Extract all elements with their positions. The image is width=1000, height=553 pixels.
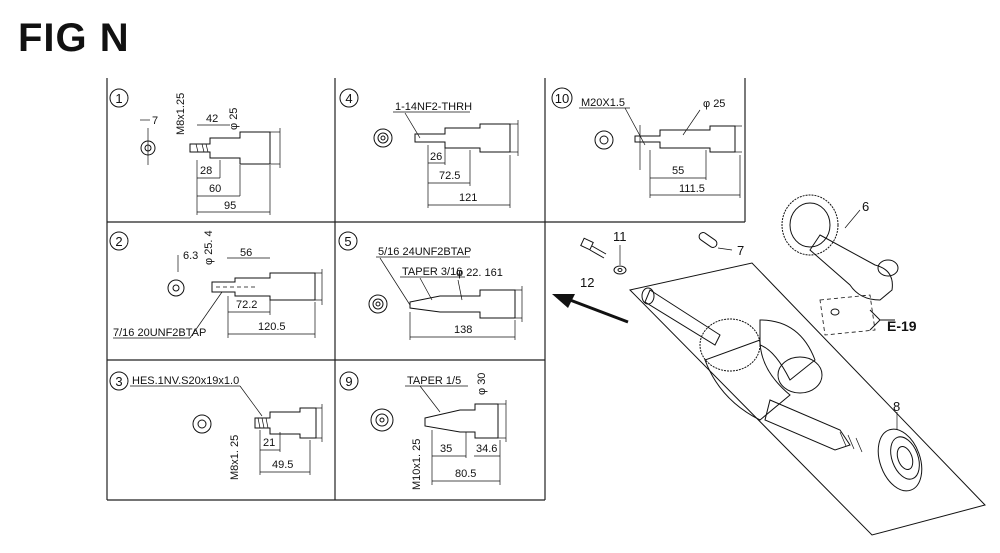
panel-3-dim-thread: M8x1. 25 (229, 435, 241, 480)
crankshaft-box (629, 262, 986, 536)
panel-5: 5 5/16 24UNF2BTAP TAPER 3/16 φ 22. 161 1… (338, 231, 523, 340)
panel-2-dim-dia: φ 25. 4 (203, 230, 215, 265)
panel-9-number: 9 (345, 374, 352, 389)
panel-2-dim-tap: 7/16 20UNF2BTAP (113, 327, 206, 339)
panel-9-dim-35: 35 (440, 443, 452, 455)
direction-arrow (552, 294, 629, 324)
panel-2-dim-56: 56 (240, 247, 252, 259)
panel-5-dim-138: 138 (454, 324, 472, 336)
reference-bracket (819, 294, 895, 336)
callout-12: 12 (580, 275, 594, 290)
panel-5-number: 5 (344, 234, 351, 249)
panel-4-dim-26: 26 (430, 151, 442, 163)
panel-10-number: 10 (555, 91, 569, 106)
crankshaft (641, 287, 863, 453)
panel-2-dim-63: 6.3 (183, 250, 198, 262)
panel-9-dim-thread: M10x1. 25 (411, 439, 423, 490)
panel-1-dim-60: 60 (209, 183, 221, 195)
key-part-7 (698, 232, 733, 251)
panel-5-dim-dia: φ 22. 161 (456, 267, 503, 279)
callout-11: 11 (613, 229, 627, 244)
panel-1-dim-28: 28 (200, 165, 212, 177)
panel-grid (106, 78, 746, 501)
panel-9-dim-dia: φ 30 (476, 373, 488, 395)
panel-9-dim-80: 80.5 (455, 468, 476, 480)
panel-3-dim-21: 21 (263, 437, 275, 449)
panel-4-dim-121: 121 (459, 192, 477, 204)
panel-10-dim-dia: φ 25 (703, 98, 725, 110)
callout-7: 7 (737, 243, 744, 258)
panel-9-dim-taper: TAPER 1/5 (407, 375, 461, 387)
callout-6: 6 (862, 199, 869, 214)
panel-1-dim-width: 7 (152, 115, 158, 127)
panel-1-dim-95: 95 (224, 200, 236, 212)
panel-9: 9 TAPER 1/5 φ 30 M10x1. 25 35 34.6 80.5 (339, 371, 507, 490)
panel-4: 4 1-14NF2-THRH 26 72.5 121 (339, 88, 519, 208)
panel-10: 10 M20X1.5 φ 25 55 111.5 (551, 87, 742, 198)
panel-1-number: 1 (115, 91, 122, 106)
camshaft-gear-part-6 (781, 194, 899, 301)
callout-8: 8 (893, 399, 900, 414)
panel-4-dim-thread: 1-14NF2-THRH (395, 101, 472, 113)
panel-9-dim-34: 34.6 (476, 443, 497, 455)
panel-1-dim-42: 42 (206, 113, 218, 125)
panel-5-dim-tap: 5/16 24UNF2BTAP (378, 246, 471, 258)
figure-title: FIG N (18, 16, 130, 60)
panel-10-dim-55: 55 (672, 165, 684, 177)
panel-4-dim-72: 72.5 (439, 170, 460, 182)
washer-part-11 (613, 245, 627, 275)
panel-3-dim-spline: HES.1NV.S20x19x1.0 (132, 375, 239, 387)
panel-3-dim-49: 49.5 (272, 459, 293, 471)
bearing-part-8 (877, 412, 923, 492)
panel-3: 3 HES.1NV.S20x19x1.0 M8x1. 25 21 49.5 (109, 371, 323, 480)
panel-4-number: 4 (345, 91, 352, 106)
panel-2-dim-120: 120.5 (258, 321, 286, 333)
bolt-part-12 (580, 237, 607, 259)
panel-1: 1 7 M8x1.25 φ 25 42 28 60 95 (109, 88, 281, 215)
panel-2-dim-72: 72.2 (236, 299, 257, 311)
panel-10-dim-thread: M20X1.5 (581, 97, 625, 109)
panel-3-number: 3 (115, 374, 122, 389)
panel-5-dim-taper: TAPER 3/16 (402, 266, 462, 278)
panel-10-dim-111: 111.5 (679, 183, 705, 195)
panel-2: 2 6.3 φ 25. 4 56 72.2 120.5 7/16 20UNF2B… (109, 230, 323, 339)
callout-e19: E-19 (887, 318, 917, 334)
panel-1-dim-dia: φ 25 (228, 108, 240, 130)
exploded-view: 6 11 7 12 8 E-19 (552, 194, 986, 536)
panel-2-number: 2 (115, 234, 122, 249)
panel-1-dim-thread: M8x1.25 (175, 93, 187, 135)
